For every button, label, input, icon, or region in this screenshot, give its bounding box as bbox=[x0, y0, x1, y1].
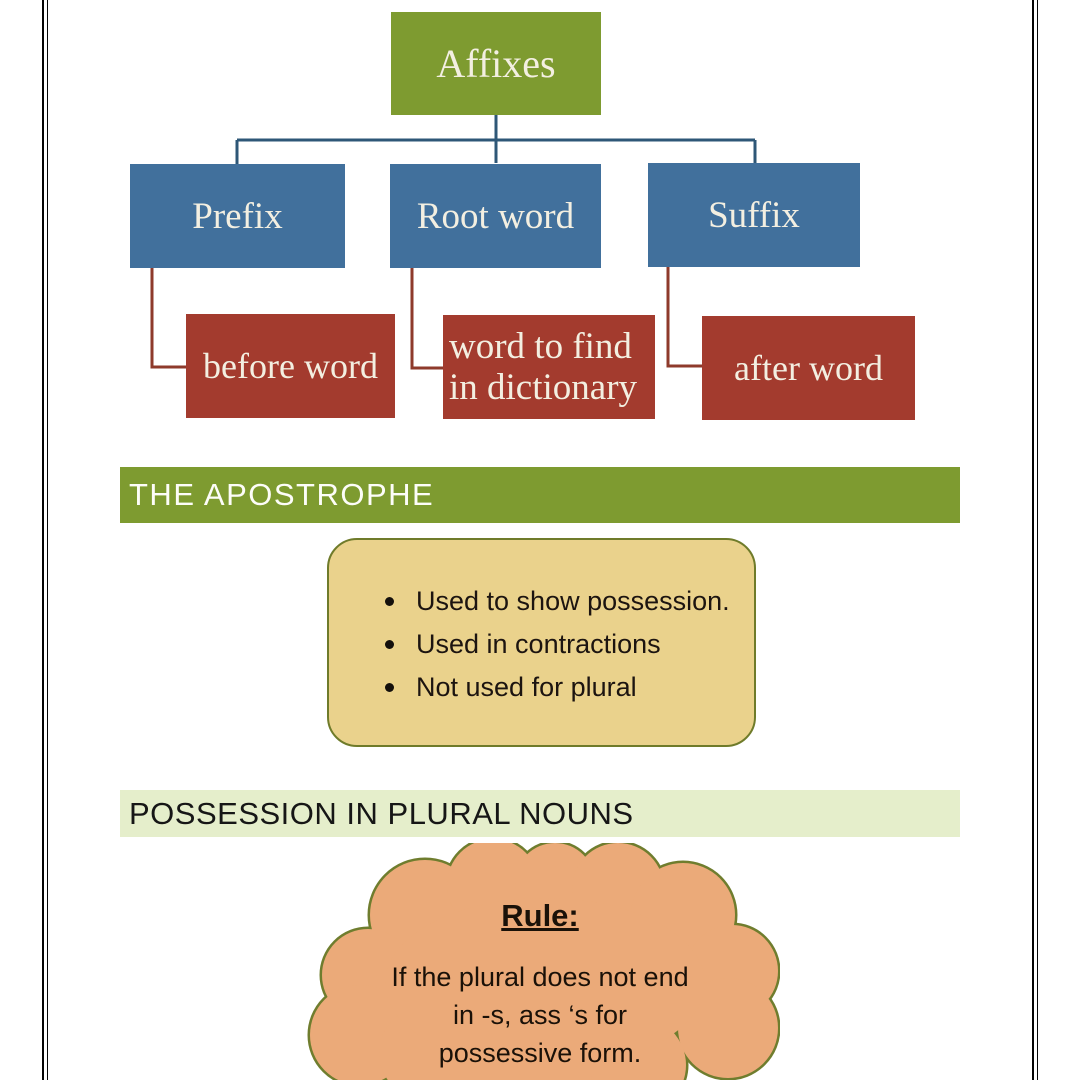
apostrophe-rules-box: Used to show possession. Used in contrac… bbox=[327, 538, 756, 747]
rule-line: in -s, ass ‘s for bbox=[452, 1000, 628, 1030]
diagram-box-prefix-label: Prefix bbox=[192, 195, 283, 237]
bullet-dot-icon bbox=[385, 640, 394, 649]
diagram-box-root-word-label: Root word bbox=[416, 195, 575, 237]
diagram-box-suffix-label: Suffix bbox=[708, 194, 800, 236]
list-item: Used to show possession. bbox=[385, 586, 754, 617]
diagram-box-word-to-find: word to find in dictionary bbox=[443, 315, 655, 419]
diagram-box-prefix: Prefix bbox=[130, 164, 345, 268]
connector-suffix-elbow bbox=[666, 267, 702, 368]
diagram-box-before-word-label: before word bbox=[203, 346, 378, 386]
list-item: Used in contractions bbox=[385, 629, 754, 660]
connector-prefix-elbow bbox=[150, 268, 186, 369]
diagram-box-affixes-label: Affixes bbox=[436, 41, 556, 86]
bullet-dot-icon bbox=[385, 683, 394, 692]
rule-cloud-text: Rule: If the plural does not end in -s, … bbox=[350, 898, 730, 1072]
bullet-dot-icon bbox=[385, 597, 394, 606]
list-item: Not used for plural bbox=[385, 672, 754, 703]
section-banner-possession-plural: POSSESSION IN PLURAL NOUNS bbox=[120, 790, 960, 837]
rule-line: If the plural does not end bbox=[391, 962, 689, 992]
page-border-right bbox=[1032, 0, 1038, 1080]
bullet-text: Used to show possession. bbox=[416, 586, 730, 616]
diagram-box-word-to-find-label: word to find in dictionary bbox=[449, 325, 638, 408]
bullet-text: Used in contractions bbox=[416, 629, 661, 659]
section-title-possession-plural: POSSESSION IN PLURAL NOUNS bbox=[129, 795, 634, 831]
bullet-text: Not used for plural bbox=[416, 672, 637, 702]
rule-line: possessive form. bbox=[438, 1038, 642, 1068]
diagram-box-suffix: Suffix bbox=[648, 163, 860, 267]
page-border-left bbox=[42, 0, 48, 1080]
section-title-the-apostrophe: THE APOSTROPHE bbox=[129, 477, 435, 512]
connector-rootword-elbow bbox=[410, 268, 443, 370]
section-banner-the-apostrophe: THE APOSTROPHE bbox=[120, 467, 960, 523]
diagram-box-before-word: before word bbox=[186, 314, 395, 418]
apostrophe-rules-list: Used to show possession. Used in contrac… bbox=[329, 586, 754, 703]
connector-top-tree bbox=[235, 115, 757, 164]
diagram-box-affixes: Affixes bbox=[391, 12, 601, 115]
rule-heading: Rule: bbox=[501, 898, 579, 933]
diagram-box-after-word: after word bbox=[702, 316, 915, 420]
diagram-box-after-word-label: after word bbox=[734, 348, 883, 388]
diagram-box-root-word: Root word bbox=[390, 164, 601, 268]
